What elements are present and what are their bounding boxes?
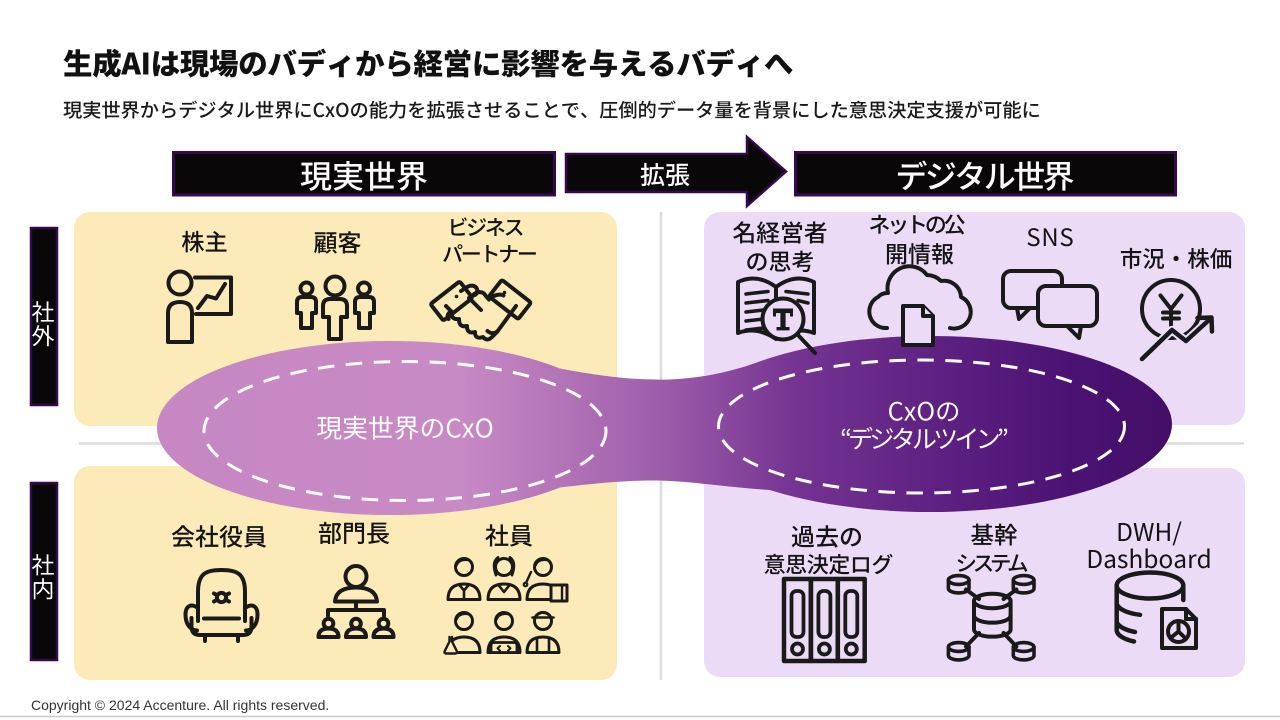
svg-text:Copyright © 2024 Accenture. A: Copyright © 2024 Accenture. All rights r…: [31, 697, 329, 713]
